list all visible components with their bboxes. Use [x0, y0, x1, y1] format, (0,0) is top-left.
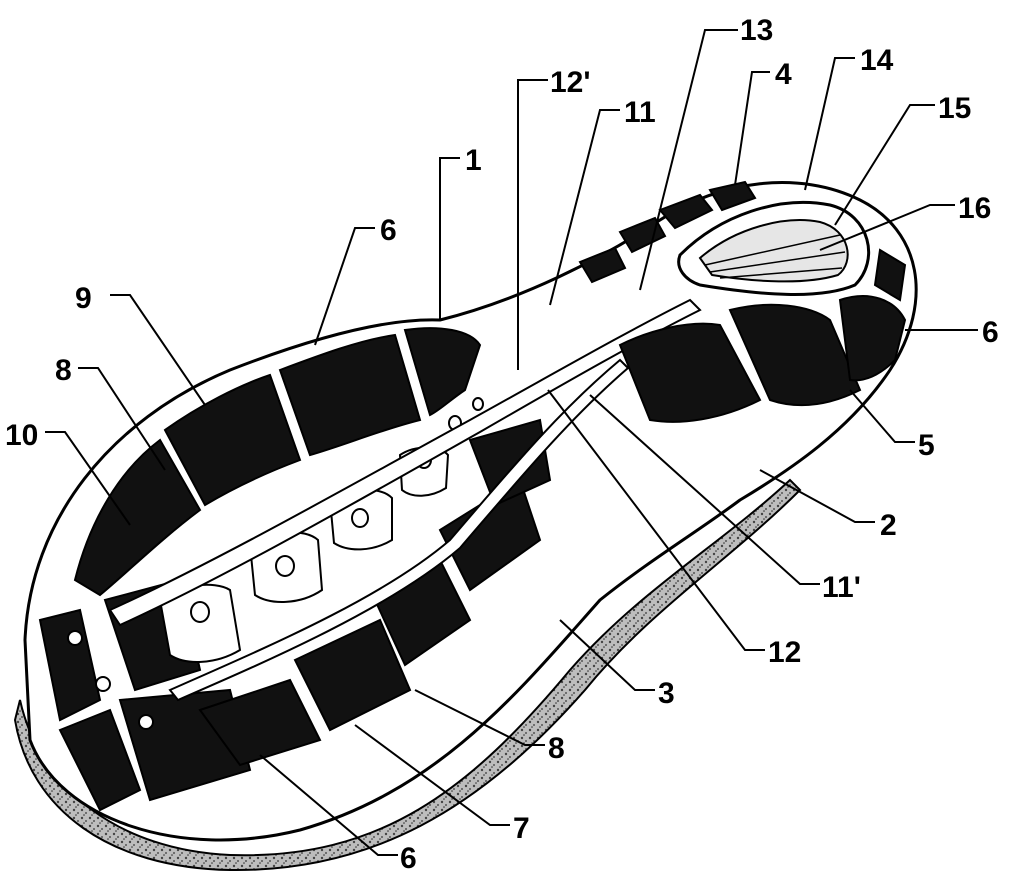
label-11: 11	[624, 96, 656, 129]
label-8-left: 8	[55, 354, 72, 387]
label-6-bottom: 6	[400, 842, 417, 875]
label-9: 9	[75, 282, 92, 315]
shank-rail	[168, 358, 630, 702]
label-4: 4	[775, 58, 792, 91]
label-12: 12	[768, 636, 801, 669]
heel-cushion-inner	[698, 219, 849, 283]
label-6-top: 6	[380, 214, 397, 247]
label-3: 3	[658, 677, 675, 710]
reference-labels: 13 12' 11 1 4 14 15 16 6 9 8 10 6 5 2 11…	[5, 14, 999, 875]
leader-lines	[45, 29, 978, 856]
forefoot-tread	[38, 327, 552, 812]
heel-tread	[578, 180, 907, 423]
shank-bridge	[108, 298, 702, 627]
label-5: 5	[918, 429, 935, 462]
label-16: 16	[958, 192, 991, 225]
label-11-prime: 11'	[822, 571, 861, 604]
label-15: 15	[938, 92, 971, 125]
label-13: 13	[740, 14, 773, 47]
midsole-sidewall	[13, 478, 802, 872]
heel-cushion-ribs	[704, 234, 846, 279]
label-12-prime: 12'	[550, 66, 591, 99]
label-6-right: 6	[982, 316, 999, 349]
label-8-bottom: 8	[548, 732, 565, 765]
label-10: 10	[5, 419, 38, 452]
label-14: 14	[860, 44, 894, 77]
label-7: 7	[513, 812, 530, 845]
label-2: 2	[880, 509, 897, 542]
label-1: 1	[465, 144, 482, 177]
